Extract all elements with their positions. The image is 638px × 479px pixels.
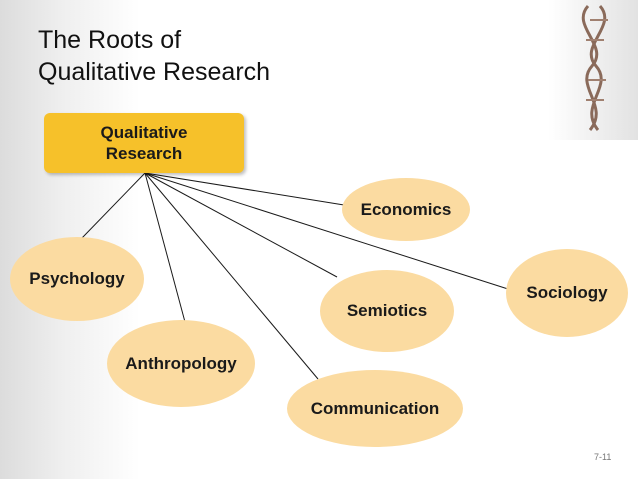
node-economics: Economics <box>342 178 470 241</box>
slide-title: The Roots of Qualitative Research <box>38 24 270 88</box>
node-semiotics: Semiotics <box>320 270 454 352</box>
connector-economics <box>144 172 345 206</box>
node-anthropology: Anthropology <box>107 320 255 407</box>
node-communication: Communication <box>287 370 463 447</box>
root-label-line-1: Qualitative <box>100 123 188 142</box>
connector-communication <box>144 172 319 380</box>
title-line-1: The Roots of <box>38 26 182 54</box>
connector-psychology <box>81 172 146 239</box>
node-psychology: Psychology <box>10 237 144 321</box>
root-node-qualitative-research: Qualitative Research <box>44 113 244 173</box>
connector-anthropology <box>144 172 186 323</box>
dna-helix-decoration <box>548 0 638 140</box>
node-sociology: Sociology <box>506 249 628 337</box>
page-number: 7-11 <box>594 452 612 462</box>
connector-semiotics <box>144 172 338 278</box>
root-node-label: Qualitative Research <box>84 122 204 164</box>
connector-sociology <box>144 172 509 290</box>
title-line-2: Qualitative Research <box>38 58 271 86</box>
root-label-line-2: Research <box>105 144 183 163</box>
dna-helix-icon <box>581 4 608 131</box>
